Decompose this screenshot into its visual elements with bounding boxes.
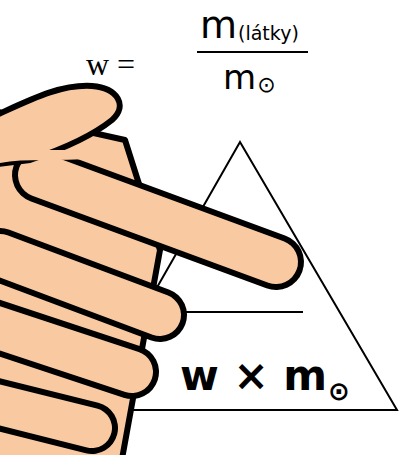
formula-product: w × m xyxy=(180,351,327,400)
formula-variable: w = xyxy=(86,48,135,80)
formula-subscript: (látky) xyxy=(238,24,299,43)
formula-denominator: m xyxy=(223,60,256,94)
formula-numerator: m xyxy=(200,6,237,44)
formula-subscript: ⊙ xyxy=(328,376,350,406)
formula-subscript: ⊙ xyxy=(257,74,275,96)
